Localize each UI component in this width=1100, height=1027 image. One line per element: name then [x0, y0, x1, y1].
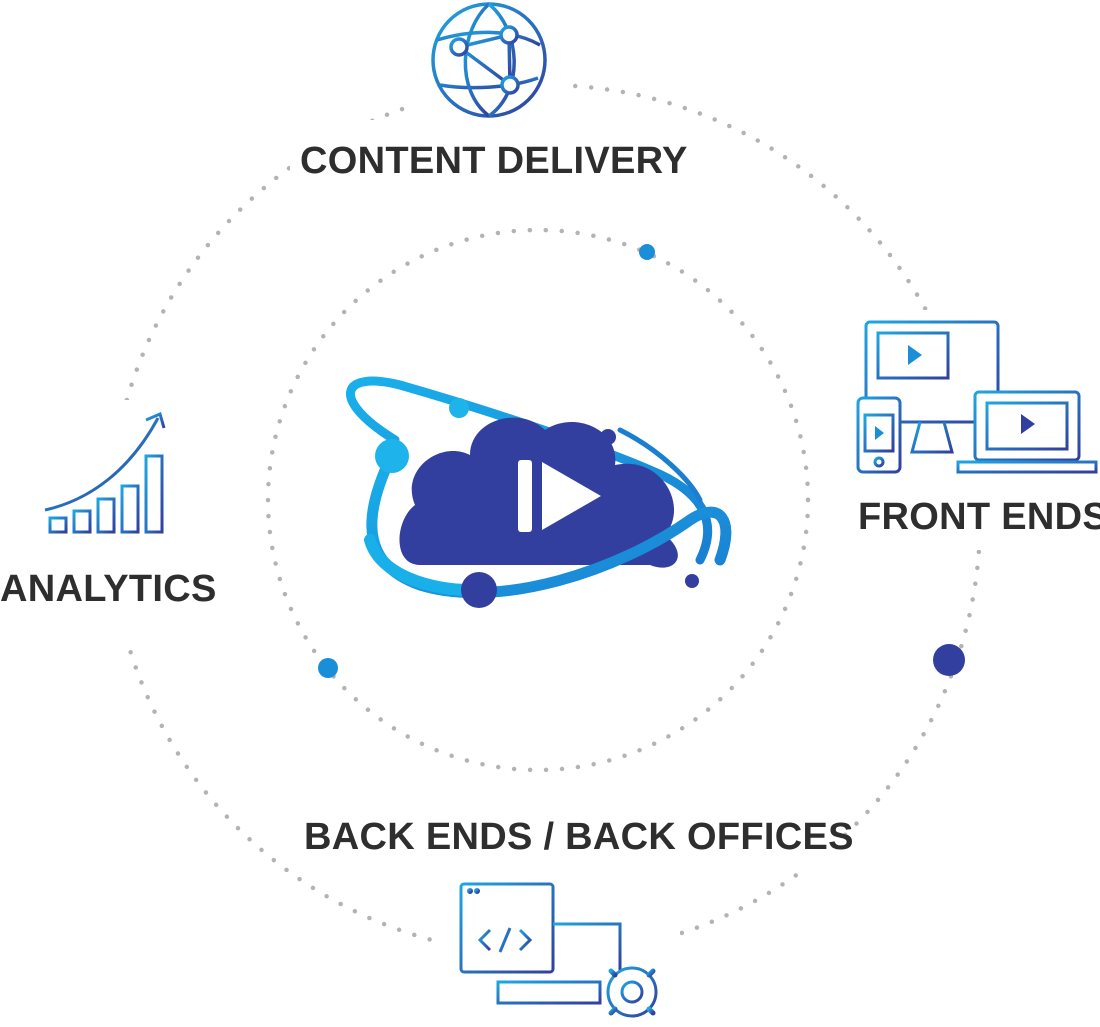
analytics-label: ANALYTICS: [0, 568, 217, 610]
growth-bar-chart-icon: [40, 411, 172, 544]
back-ends-label: BACK ENDS / BACK OFFICES: [304, 816, 854, 858]
content-delivery-label: CONTENT DELIVERY: [300, 140, 688, 182]
orbit-dot: [933, 644, 965, 676]
cloud-play-orbit-icon: [346, 376, 732, 608]
orbit-dot: [639, 244, 655, 260]
front-ends-label: FRONT ENDS: [858, 496, 1100, 538]
orbit-dot: [318, 658, 338, 678]
code-window-gear-icon: [459, 882, 665, 1025]
inner-orbit: [265, 227, 811, 773]
multi-device-video-icon: [856, 320, 1098, 474]
globe-network-icon: [431, 2, 547, 118]
